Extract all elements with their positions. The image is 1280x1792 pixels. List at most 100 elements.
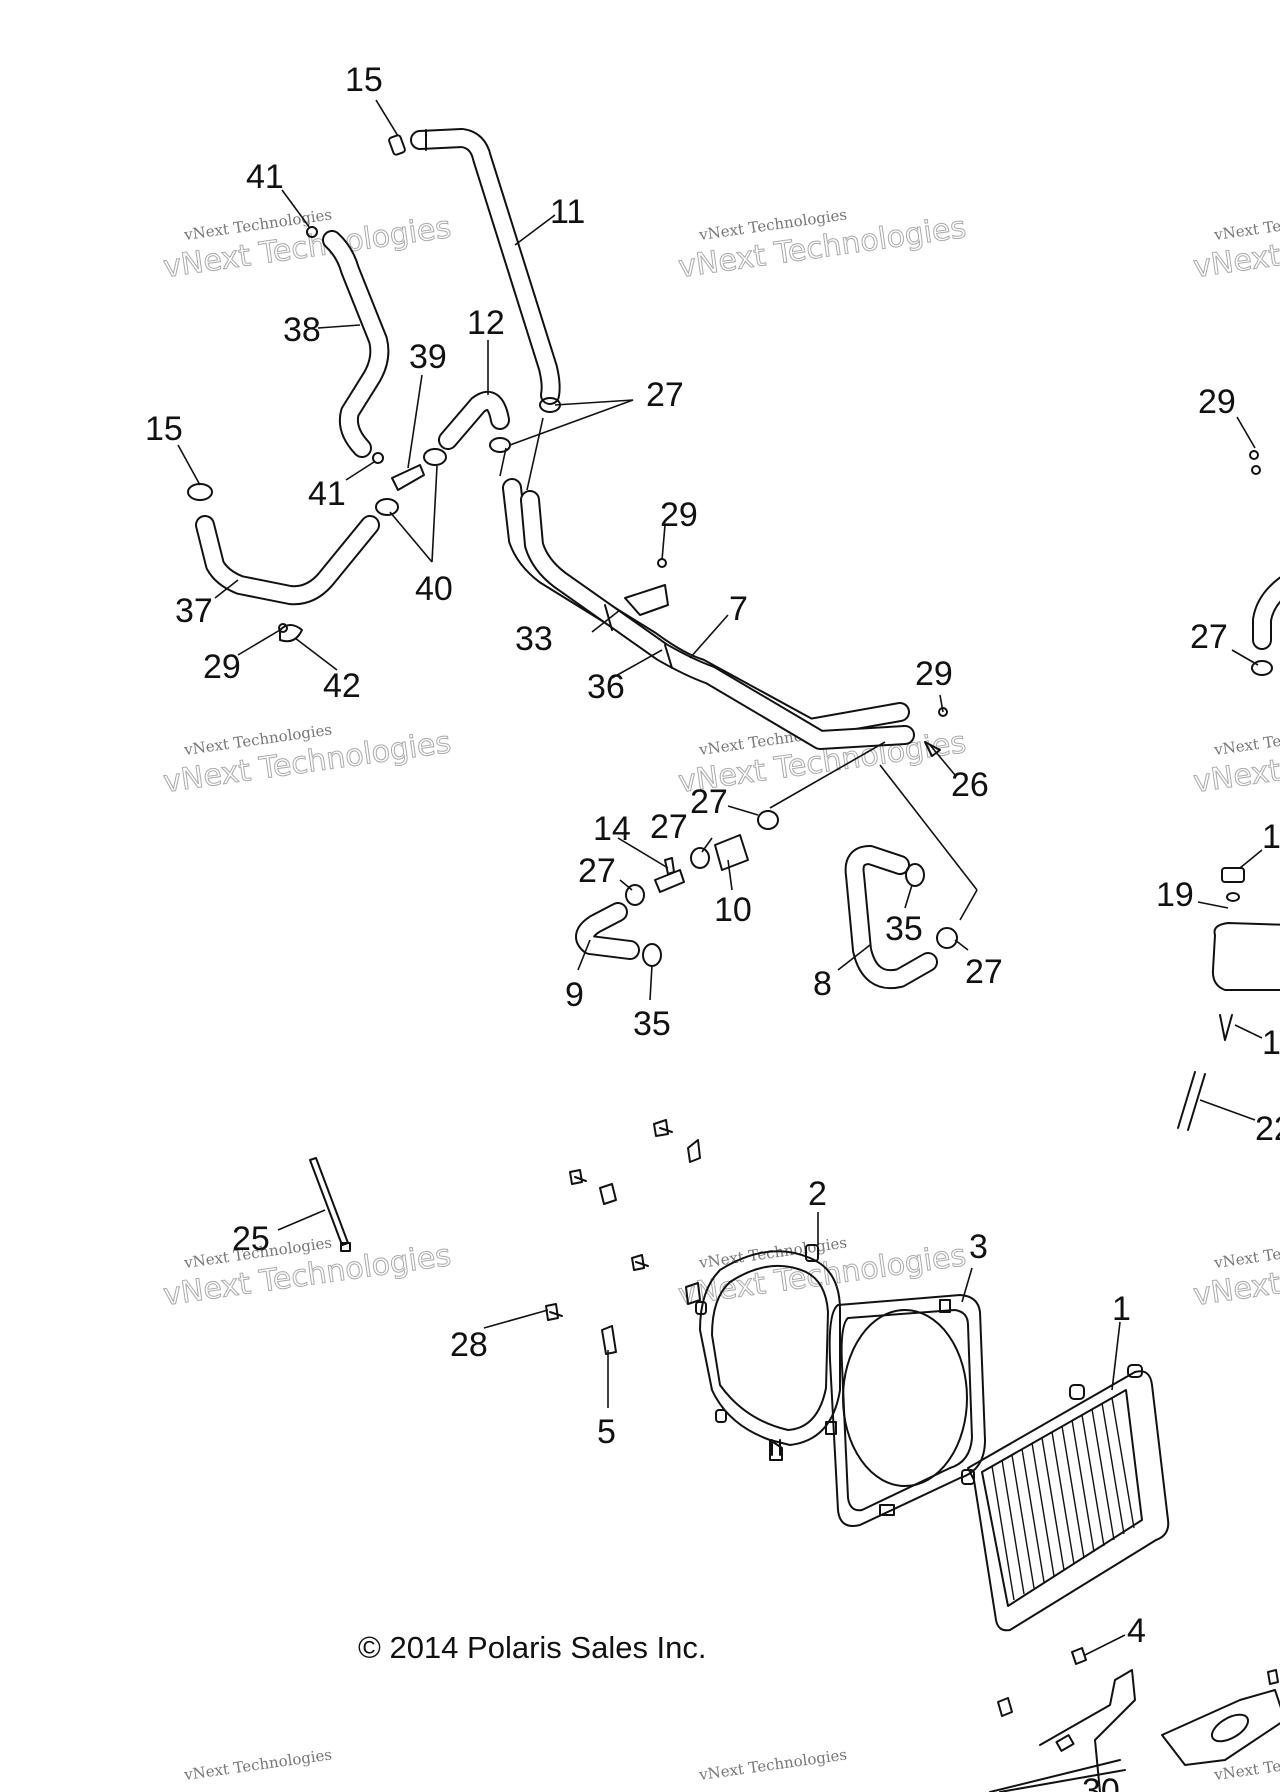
hose-12 <box>438 391 510 450</box>
callout-35: 35 <box>633 1005 671 1043</box>
radiator-1 <box>961 1364 1170 1632</box>
speed-nut-5 <box>599 1183 617 1205</box>
hose-9 <box>575 902 640 960</box>
fan-2 <box>695 1244 841 1461</box>
callout-39: 39 <box>409 338 447 376</box>
cable-tie-25 <box>309 1157 351 1252</box>
callout-37: 37 <box>175 592 213 630</box>
callout-5: 5 <box>597 1413 616 1451</box>
nut <box>1267 1669 1279 1685</box>
bolt-28 <box>545 1303 563 1321</box>
watermark-text: vNext Technologies <box>1212 205 1280 244</box>
clamp-15 <box>187 483 213 501</box>
watermark-text: vNext Technologies <box>697 1745 848 1784</box>
seal-19 <box>1226 892 1240 902</box>
callout-11: 11 <box>550 193 585 231</box>
hose-37 <box>195 515 380 606</box>
callout-1: 1 <box>1112 1290 1131 1328</box>
speed-nut-5 <box>601 1325 617 1355</box>
clamp-27 <box>1251 660 1273 676</box>
callout-35: 35 <box>885 910 923 948</box>
screw-29 <box>1251 465 1261 475</box>
callout-15: 15 <box>145 410 183 448</box>
speed-nut-5 <box>685 1282 701 1305</box>
callout-8: 8 <box>813 965 832 1003</box>
tube-22-edge <box>1187 1073 1206 1131</box>
callout-27: 27 <box>578 852 616 890</box>
watermark-text: vNext Technologies <box>1212 1233 1280 1272</box>
copyright-notice: © 2014 Polaris Sales Inc. <box>358 1630 707 1665</box>
clamp-35 <box>905 863 925 887</box>
hose-38 <box>322 230 390 458</box>
clamp-27 <box>625 884 645 906</box>
mounting-bracket-30 <box>989 1669 1280 1792</box>
callout-27: 27 <box>1190 618 1228 656</box>
clip-41 <box>372 452 384 464</box>
callout-10: 10 <box>714 891 752 929</box>
callout-4: 4 <box>1127 1612 1146 1650</box>
reservoir-cap-1 <box>1221 867 1245 883</box>
callout-12: 12 <box>467 304 505 342</box>
coolant-reservoir <box>1177 867 1280 1131</box>
callout-30-partial: 30 <box>1082 1772 1120 1792</box>
callout-27: 27 <box>646 376 684 414</box>
callout-22-partial: 22 <box>1255 1110 1280 1148</box>
hose-8 <box>844 845 938 990</box>
callout-29: 29 <box>203 648 241 686</box>
callout-9: 9 <box>565 976 584 1014</box>
callout-26: 26 <box>951 766 989 804</box>
callout-1-partial: 1 <box>1262 818 1280 856</box>
screw-29 <box>278 623 288 633</box>
watermark-text: vNext Technologies <box>1212 720 1280 759</box>
callout-41: 41 <box>308 475 346 513</box>
callout-14: 14 <box>593 810 631 848</box>
callout-29: 29 <box>915 655 953 693</box>
nut <box>997 1697 1013 1717</box>
watermark-text: vNext Technologies <box>1212 1745 1280 1784</box>
bolt-28 <box>569 1169 587 1185</box>
clip-41 <box>306 226 318 238</box>
tee-39 <box>391 464 425 491</box>
clip-42 <box>279 624 303 643</box>
clamp-35 <box>642 943 662 967</box>
callout-19: 19 <box>1156 876 1194 914</box>
callout-7: 7 <box>729 590 748 628</box>
callout-40: 40 <box>415 570 453 608</box>
callout-28: 28 <box>450 1326 488 1364</box>
callout-38: 38 <box>283 311 321 349</box>
clamp-27 <box>936 927 958 949</box>
hose-at-right-edge <box>1252 576 1280 650</box>
callout-41: 41 <box>246 158 284 196</box>
watermark-layer: vNext Technologies vNext Technologies vNe… <box>161 205 1280 1784</box>
radiator-fins <box>991 1397 1135 1601</box>
callout-29: 29 <box>660 496 698 534</box>
callout-42: 42 <box>323 667 361 705</box>
callout-25: 25 <box>232 1220 270 1258</box>
clamp-27 <box>489 437 511 453</box>
watermark-text: vNext Technologies <box>182 1745 333 1784</box>
callout-27: 27 <box>690 783 728 821</box>
bolts-and-speed-nuts <box>545 1119 1279 1717</box>
clamp-15 <box>388 134 406 156</box>
hose-11 <box>410 128 561 405</box>
clamp-27 <box>757 810 779 830</box>
speed-nut-5 <box>687 1139 701 1163</box>
callout-27: 27 <box>650 808 688 846</box>
tee-14 <box>654 857 685 893</box>
callout-3: 3 <box>969 1228 988 1266</box>
clamps-and-fittings <box>187 134 1273 967</box>
clamp-40 <box>375 498 399 516</box>
nut-4 <box>1071 1647 1087 1665</box>
tube-22 <box>1177 1071 1196 1129</box>
callout-29: 29 <box>1198 383 1236 421</box>
bolt-28 <box>631 1254 649 1271</box>
screw-29 <box>657 558 667 568</box>
fan-shroud-3 <box>825 1294 986 1527</box>
callout-27: 27 <box>965 953 1003 991</box>
callout-1-partial: 1 <box>1262 1024 1280 1062</box>
callout-33: 33 <box>515 620 553 658</box>
callout-2: 2 <box>808 1175 827 1213</box>
callout-15: 15 <box>345 61 383 99</box>
screw-29 <box>1249 450 1259 460</box>
